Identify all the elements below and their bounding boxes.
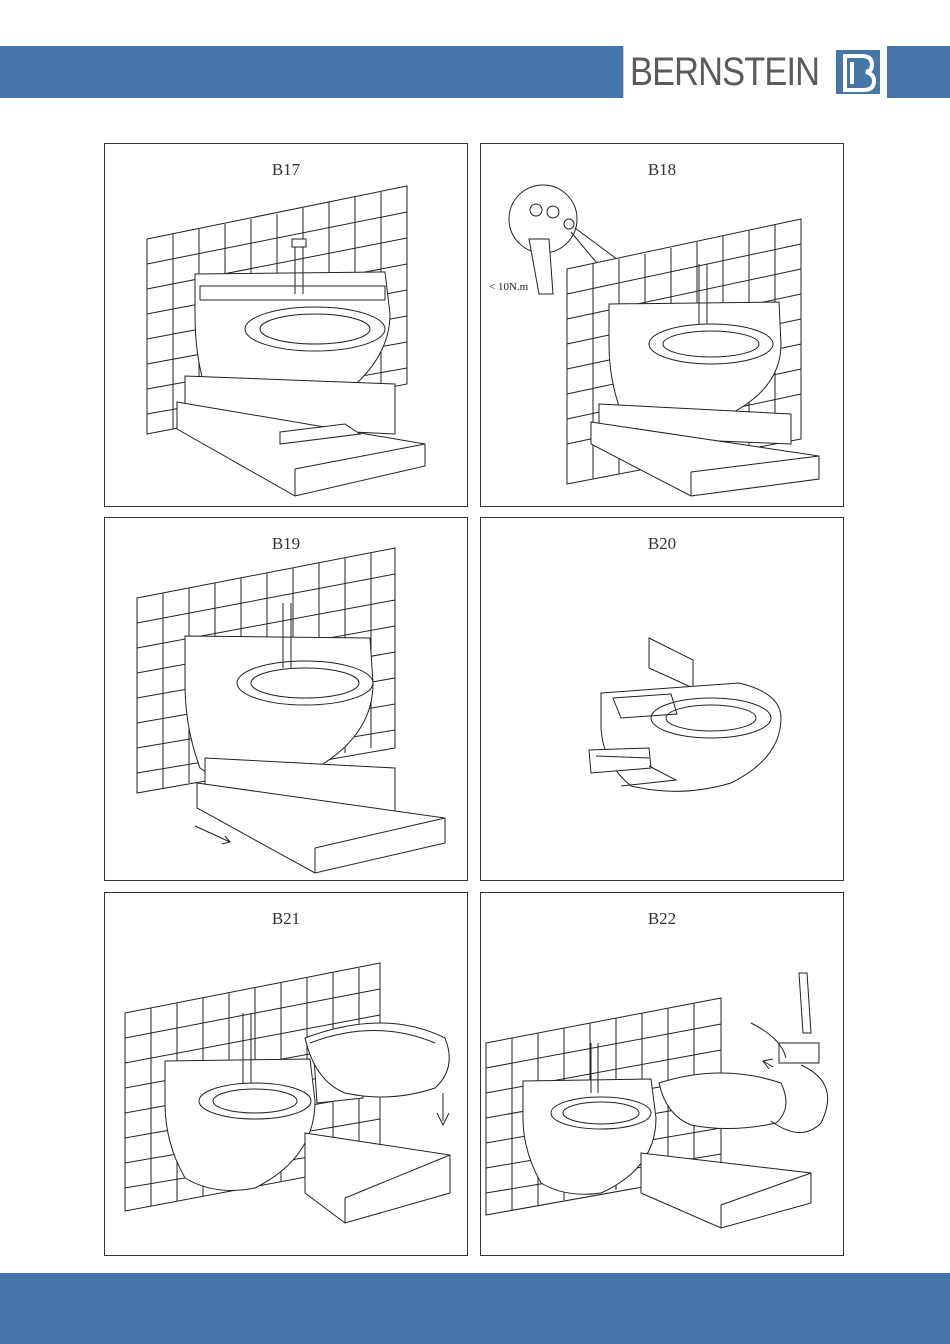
- toilet-slide-illustration: [105, 518, 469, 882]
- brand-name: BERNSTEIN: [630, 46, 819, 98]
- brand-mark-icon: [836, 50, 880, 94]
- panel-b17: B17: [104, 143, 468, 507]
- panel-b18: B18 < 10N.m: [480, 143, 844, 507]
- toilet-bowl-illustration: [481, 518, 845, 882]
- panel-b21: B21: [104, 892, 468, 1256]
- toilet-power-connection-illustration: [481, 893, 845, 1257]
- torque-note: < 10N.m: [489, 281, 529, 293]
- footer-bar: [0, 1273, 950, 1344]
- toilet-mounting-illustration: [105, 144, 469, 508]
- panel-b20: B20: [480, 517, 844, 881]
- panel-b22: B22: [480, 892, 844, 1256]
- toilet-seat-install-illustration: [105, 893, 469, 1257]
- panel-b19: B19: [104, 517, 468, 881]
- brand-logo: BERNSTEIN: [623, 46, 887, 98]
- toilet-bolt-tightening-illustration: < 10N.m: [481, 144, 845, 508]
